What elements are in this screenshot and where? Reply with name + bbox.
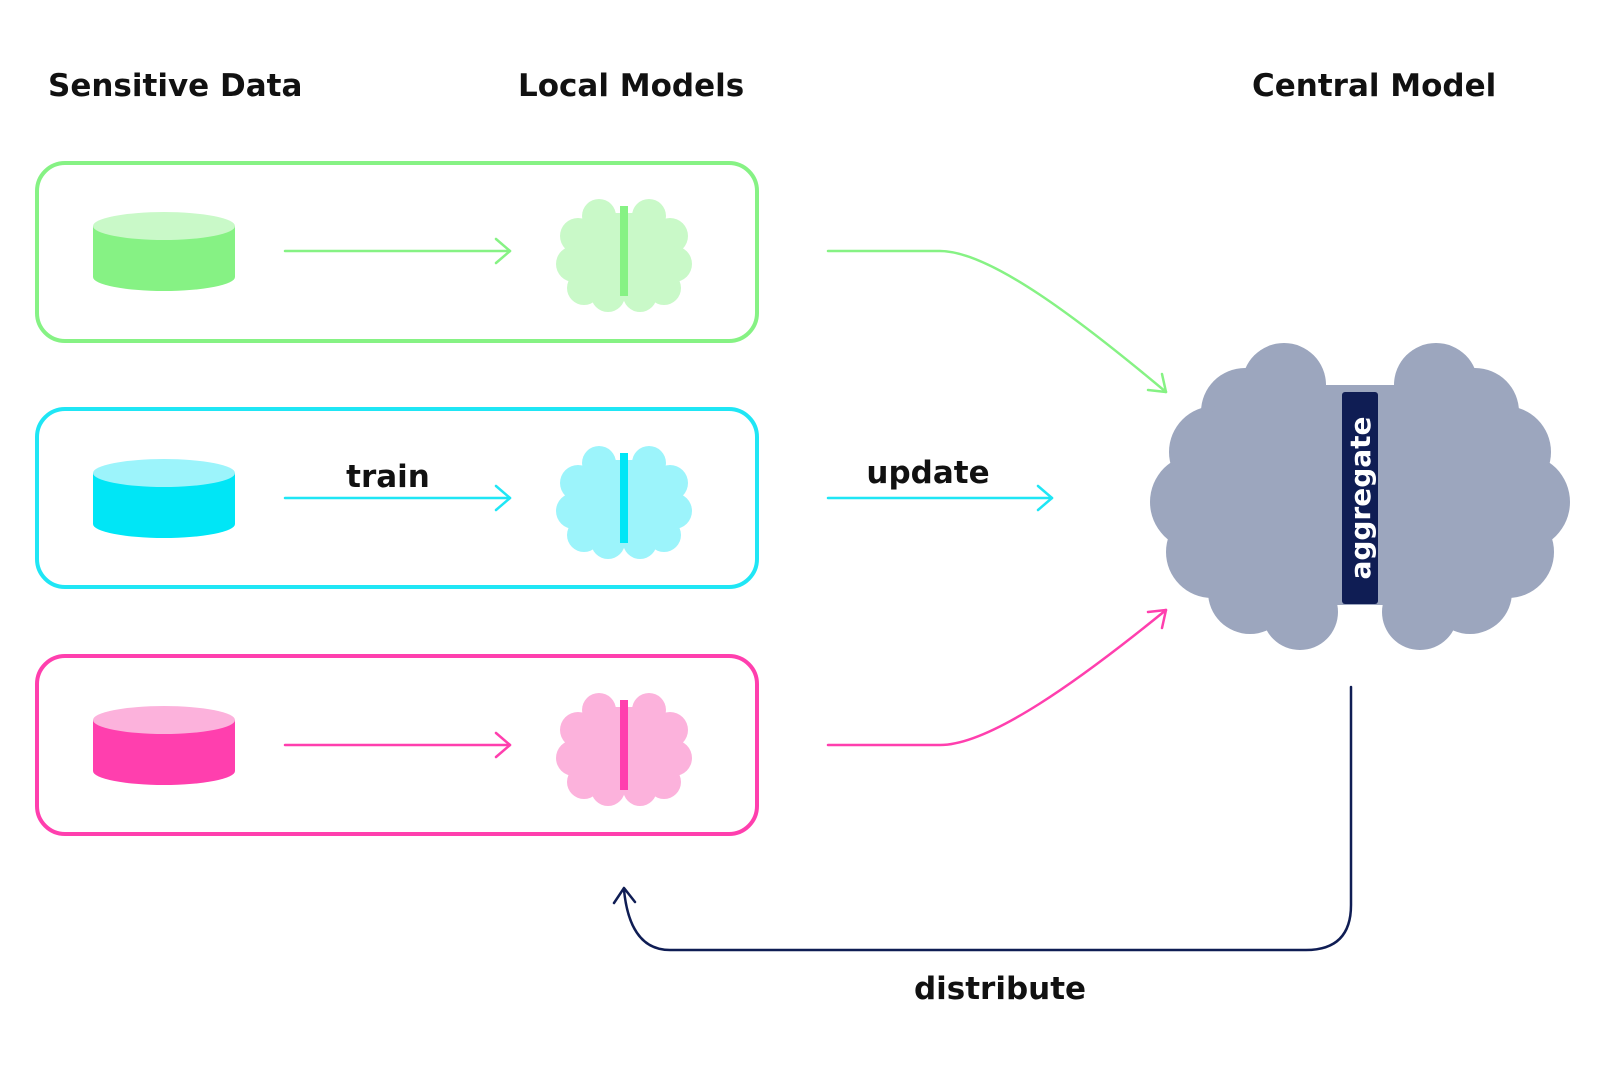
brain-icon-pink: [556, 693, 692, 806]
train-arrow-cyan: [283, 484, 512, 512]
train-label: train: [346, 459, 430, 495]
update-arrow-pink: [826, 608, 1168, 747]
distribute-label: distribute: [914, 971, 1086, 1007]
aggregate-label: aggregate: [1344, 416, 1377, 579]
database-icon-green: [93, 212, 235, 291]
database-icon-pink: [93, 706, 235, 785]
train-arrow-green: [283, 237, 512, 265]
train-arrow-pink: [283, 731, 512, 759]
brain-icon-green: [556, 199, 692, 312]
brain-icon-cyan: [556, 446, 692, 559]
heading-local-models: Local Models: [518, 68, 744, 104]
silo-box-green: [35, 161, 759, 343]
update-label: update: [866, 455, 989, 491]
heading-central-model: Central Model: [1252, 68, 1496, 104]
update-arrow-green: [826, 249, 1168, 394]
heading-sensitive-data: Sensitive Data: [48, 68, 302, 104]
silo-box-pink: [35, 654, 759, 836]
update-arrow-cyan: [826, 484, 1054, 512]
silo-box-cyan: [35, 407, 759, 589]
database-icon-cyan: [93, 459, 235, 538]
central-brain-icon: aggregate: [1150, 343, 1570, 650]
distribute-arrow: [612, 685, 1353, 952]
